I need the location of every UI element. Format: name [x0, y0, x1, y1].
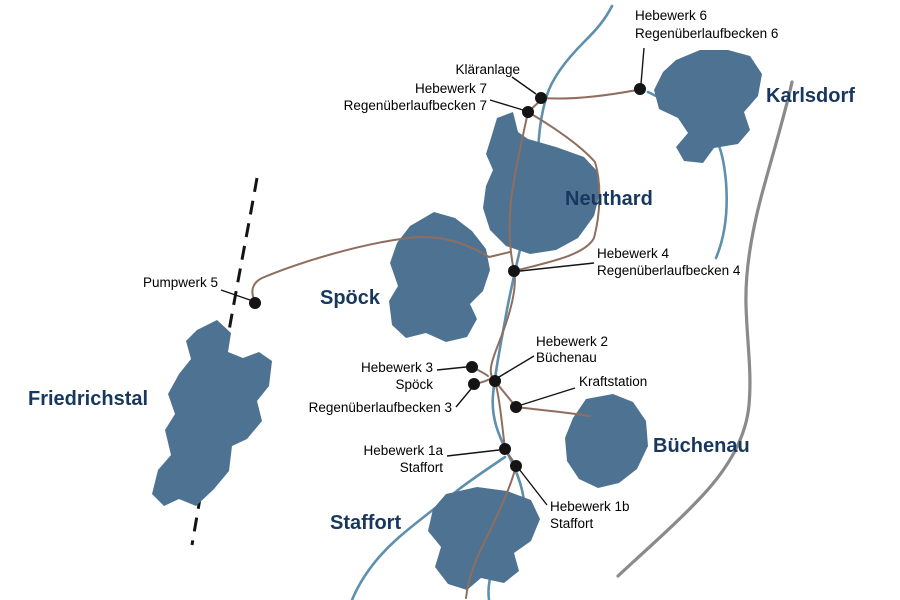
- place-label-karlsdorf: Karlsdorf: [766, 85, 855, 107]
- leader-pumpwerk5: [220, 289, 251, 301]
- settlement-neuthard: [483, 112, 600, 254]
- leader-hebewerk1b: [518, 468, 548, 506]
- station-label-hebewerk4-line2: Regenüberlaufbecken 4: [597, 263, 741, 278]
- settlement-karlsdorf: [654, 50, 762, 163]
- station-label-pumpwerk5: Pumpwerk 5: [143, 275, 218, 290]
- place-label-spoeck: Spöck: [320, 287, 381, 309]
- marker-kraftstation: [510, 401, 522, 413]
- station-label-hebewerk6-line1: Hebewerk 6: [635, 8, 707, 23]
- settlement-friedrichstal: [152, 320, 272, 506]
- marker-hebewerk1a: [499, 443, 511, 455]
- leader-hebewerk6: [640, 47, 645, 85]
- leader-hebewerk2: [498, 355, 535, 378]
- station-label-hebewerk1b-line2: Staffort: [550, 516, 594, 531]
- road-line: [616, 80, 794, 578]
- station-label-klaeranlage: Kläranlage: [455, 62, 520, 77]
- station-label-hebewerk6-line2: Regenüberlaufbecken 6: [635, 26, 778, 41]
- marker-pumpwerk5: [249, 297, 261, 309]
- leader-kraftstation: [520, 387, 576, 406]
- place-label-neuthard: Neuthard: [565, 188, 653, 210]
- leader-hebewerk3: [436, 366, 467, 371]
- pipe-klaeranlage-hebewerk6: [540, 89, 638, 100]
- settlement-buechenau: [565, 394, 648, 488]
- marker-hebewerk6: [634, 83, 646, 95]
- station-label-hebewerk4-line1: Hebewerk 4: [597, 246, 670, 261]
- place-label-buechenau: Büchenau: [653, 435, 750, 457]
- station-label-hebewerk3-line1: Hebewerk 3: [361, 360, 433, 375]
- leader-hebewerk1a: [446, 449, 500, 457]
- marker-klaeranlage: [535, 92, 547, 104]
- place-label-staffort: Staffort: [330, 512, 401, 534]
- marker-hebewerk3: [466, 361, 478, 373]
- station-label-hebewerk7-line2: Regenüberlaufbecken 7: [344, 98, 487, 113]
- station-label-rueb3: Regenüberlaufbecken 3: [309, 400, 452, 415]
- pipe-neuthard-loop: [513, 111, 601, 272]
- marker-hebewerk1b: [510, 460, 522, 472]
- marker-hebewerk7: [522, 106, 534, 118]
- station-label-hebewerk7-line1: Hebewerk 7: [415, 81, 487, 96]
- marker-hebewerk2: [489, 375, 501, 387]
- station-label-hebewerk1a-line1: Hebewerk 1a: [363, 443, 443, 458]
- leader-hebewerk7: [489, 99, 524, 111]
- pipe-pumpwerk5-branch: [251, 236, 511, 302]
- station-label-hebewerk2-line2: Büchenau: [536, 350, 597, 365]
- place-label-friedrichstal: Friedrichstal: [28, 388, 148, 410]
- settlement-spoeck: [389, 212, 490, 342]
- station-label-kraftstation: Kraftstation: [579, 374, 647, 389]
- marker-hebewerk4: [508, 265, 520, 277]
- station-label-hebewerk1b-line1: Hebewerk 1b: [550, 499, 630, 514]
- station-label-hebewerk2-line1: Hebewerk 2: [536, 334, 608, 349]
- station-label-hebewerk1a-line2: Staffort: [400, 460, 444, 475]
- river-tributary-southwest: [350, 455, 507, 600]
- leader-hebewerk4: [519, 262, 595, 272]
- station-label-hebewerk3-line2: Spöck: [395, 377, 433, 392]
- leader-klaeranlage: [511, 76, 537, 95]
- settlement-staffort: [428, 487, 540, 590]
- leader-rueb3: [455, 388, 472, 408]
- marker-rueb3: [468, 378, 480, 390]
